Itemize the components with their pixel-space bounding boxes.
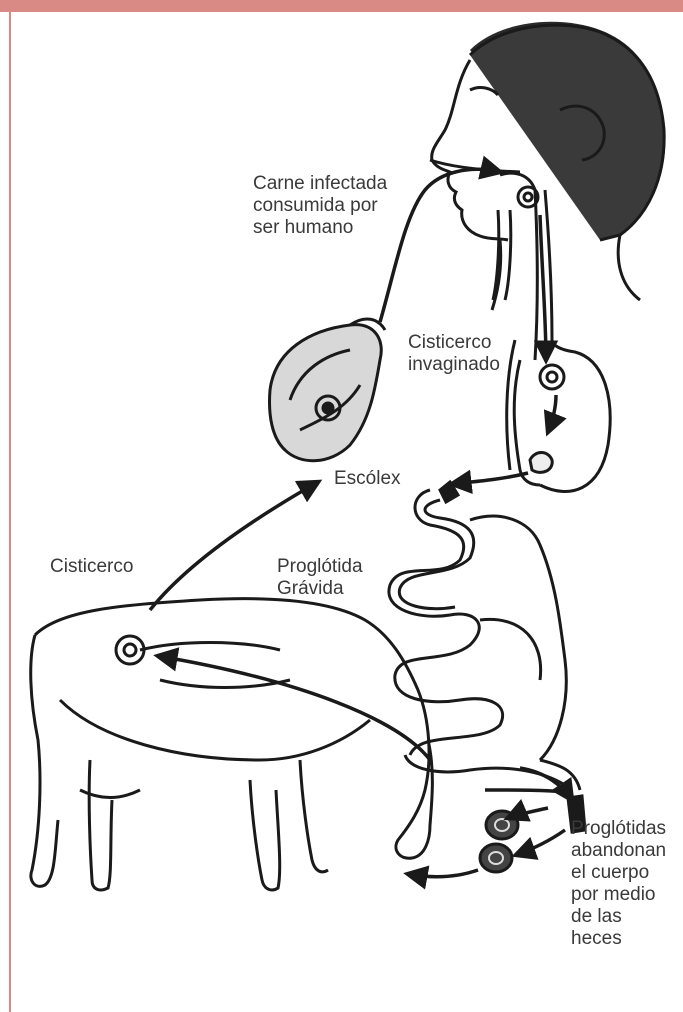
label-cisticerco-invaginado: Cisticerco invaginado [408,332,500,376]
label-cisticerco: Cisticerco [50,556,133,578]
label-proglotida-gravida: Proglótida Grávida [277,556,363,600]
label-escolex: Escólex [334,468,401,490]
label-proglotidas-abandonan: Proglótidas abandonan el cuerpo por medi… [571,818,666,950]
infected-meat-illustration [270,319,385,461]
proglottid-illustration [480,796,585,872]
cow-illustration [31,599,433,890]
human-head-illustration [430,22,665,310]
label-carne-infectada: Carne infectada consumida por ser humano [253,173,387,239]
